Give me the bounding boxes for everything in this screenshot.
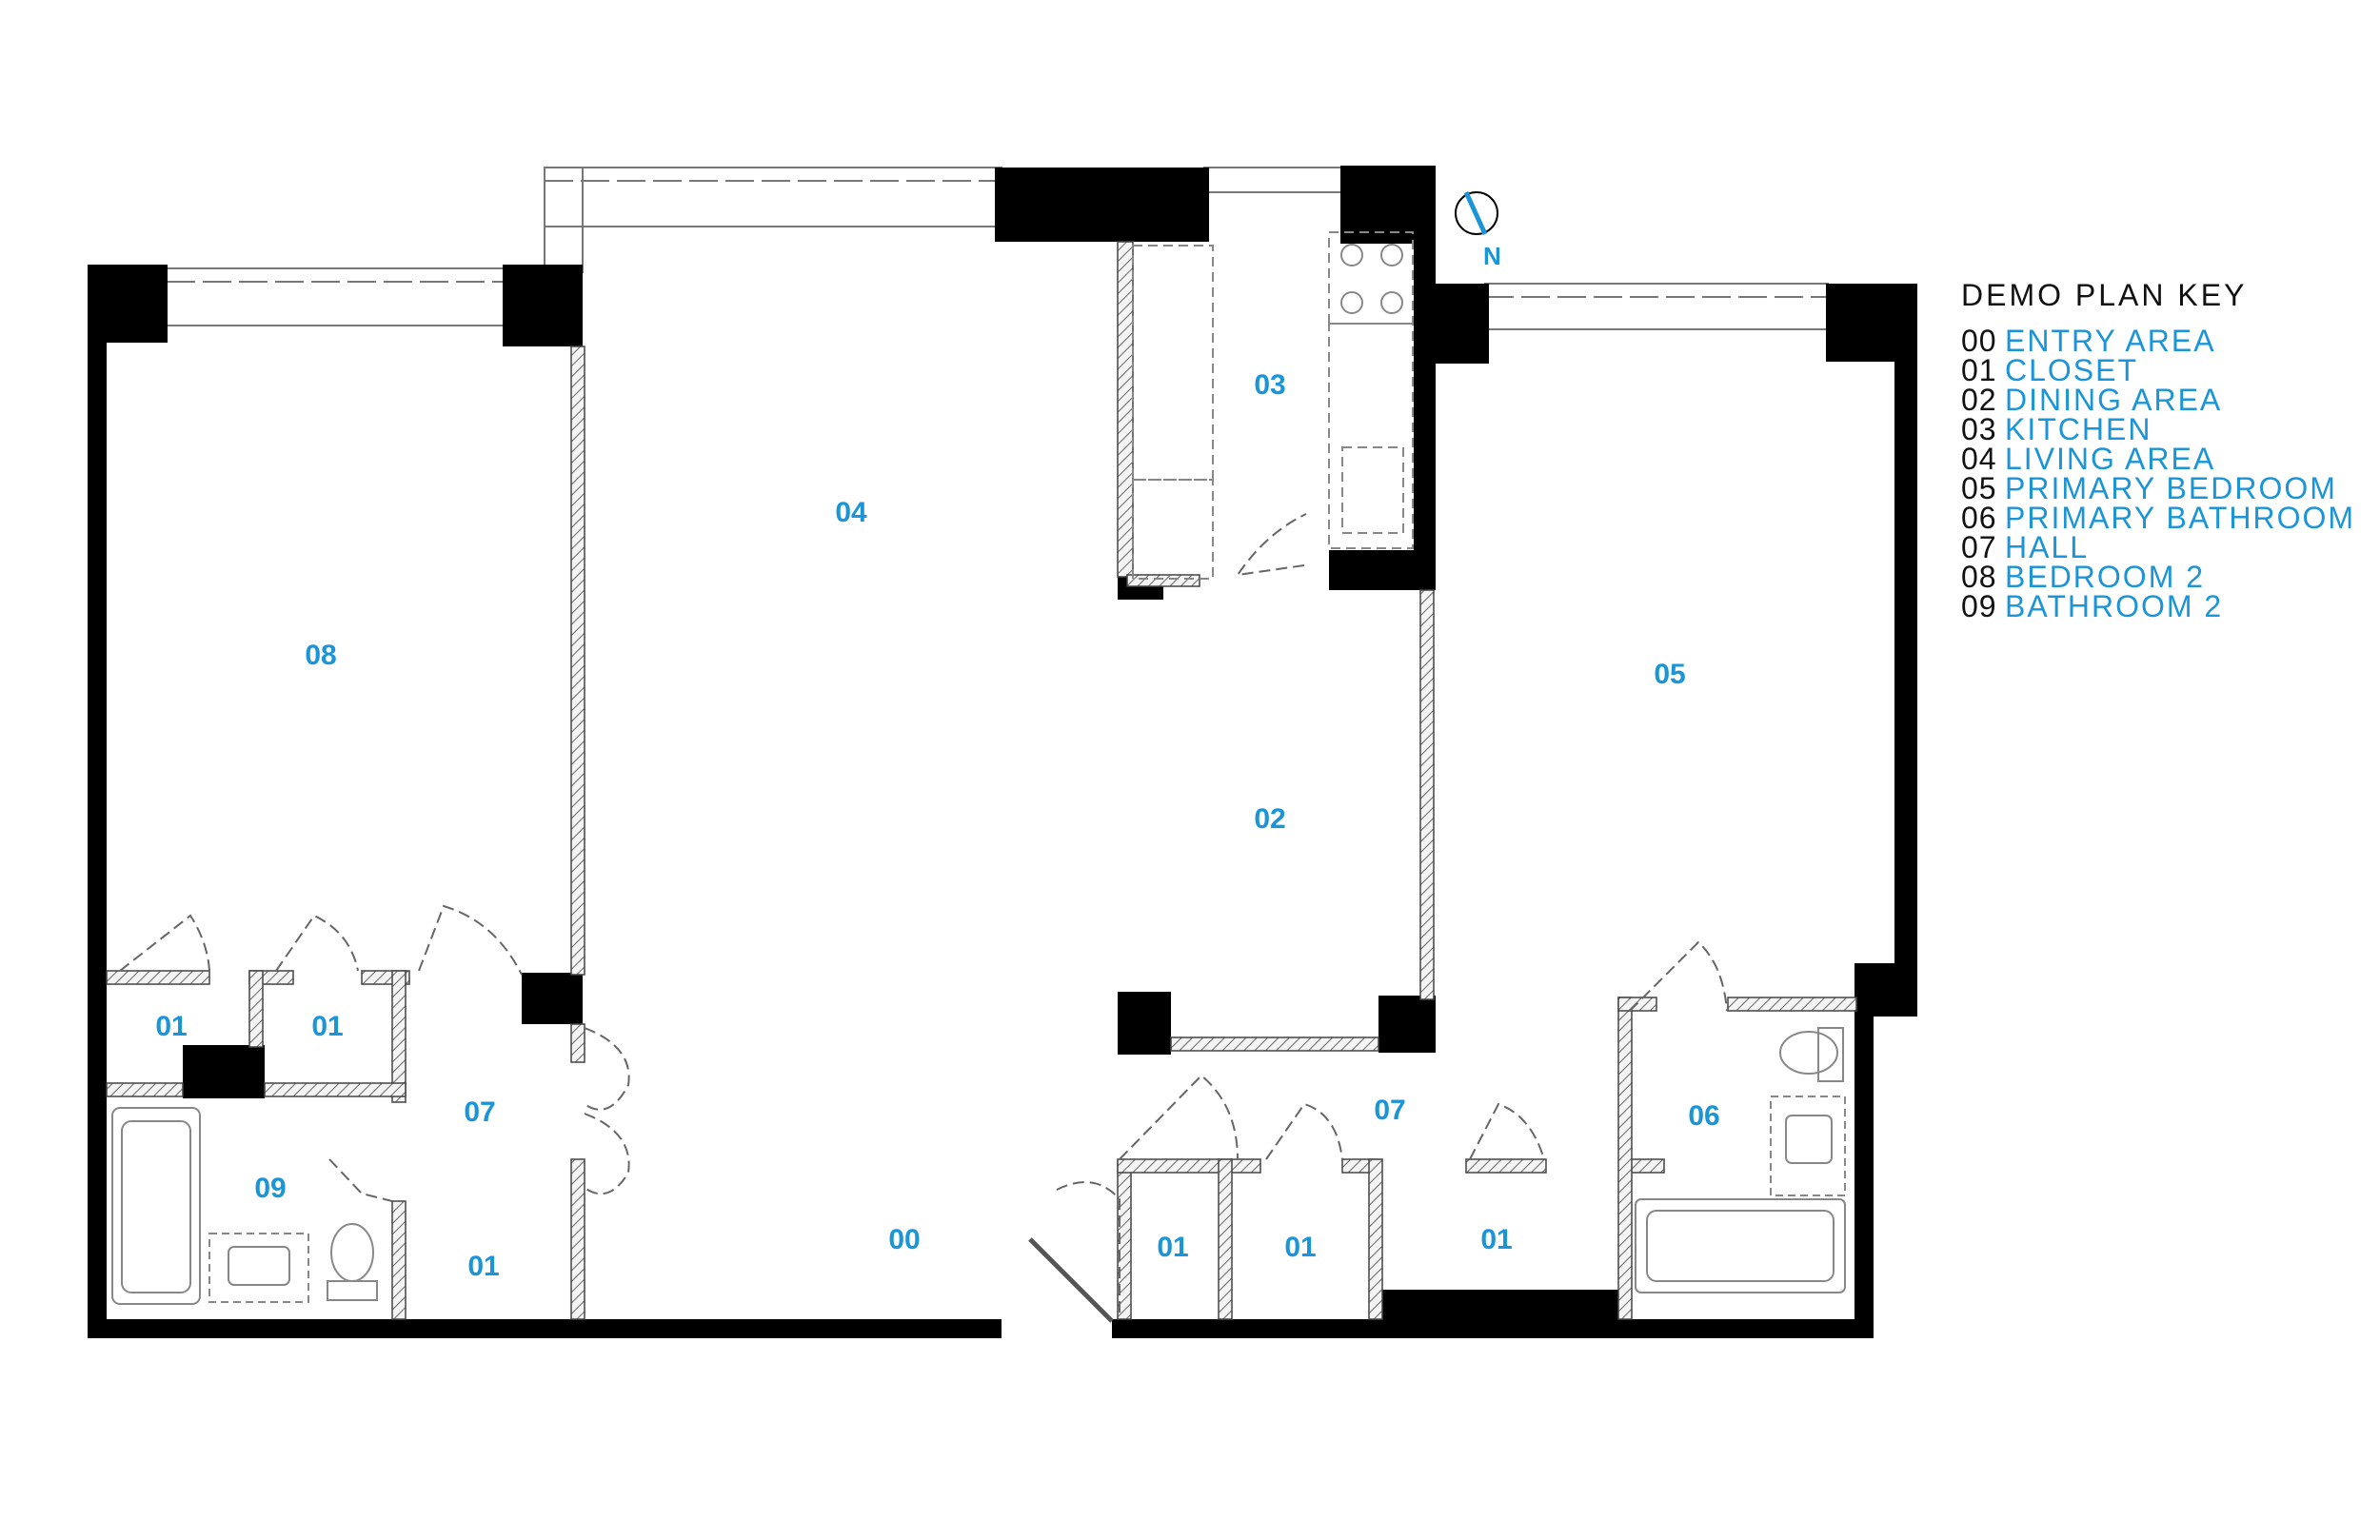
plan-key-code: 03 <box>1961 412 1997 446</box>
room-label-hall: 07 <box>464 1096 495 1128</box>
plan-key-code: 08 <box>1961 560 1997 594</box>
plan-key-name: LIVING AREA <box>2005 442 2216 476</box>
door-swings <box>119 513 1728 1313</box>
room-label-entry: 00 <box>888 1224 920 1255</box>
plan-key-name: BEDROOM 2 <box>2005 560 2206 594</box>
room-label-kitchen: 03 <box>1254 369 1285 401</box>
room-label-primary-bedroom: 05 <box>1654 659 1685 690</box>
plan-key-name: CLOSET <box>2005 353 2139 387</box>
room-label-hall: 07 <box>1374 1095 1405 1126</box>
plan-key-name: HALL <box>2005 530 2090 564</box>
room-label-closet: 01 <box>155 1011 187 1042</box>
plan-key-name: PRIMARY BATHROOM <box>2005 501 2356 535</box>
room-label-living: 04 <box>835 497 867 528</box>
plan-key-code: 06 <box>1961 501 1997 535</box>
plan-key-code: 05 <box>1961 471 1997 505</box>
room-label-bathroom2: 09 <box>254 1173 286 1204</box>
plan-key-name: ENTRY AREA <box>2005 324 2216 358</box>
plan-key-name: BATHROOM 2 <box>2005 589 2224 623</box>
plan-key-code: 02 <box>1961 383 1997 417</box>
room-label-closet: 01 <box>467 1251 499 1282</box>
room-label-bedroom2: 08 <box>305 640 336 671</box>
bathroom-fixtures <box>111 1027 1846 1305</box>
plan-key-name: KITCHEN <box>2005 412 2152 446</box>
plan-key-name: PRIMARY BEDROOM <box>2005 471 2337 505</box>
room-label-closet: 01 <box>1157 1232 1188 1263</box>
plan-key-code: 09 <box>1961 589 1997 623</box>
plan-key-code: 07 <box>1961 530 1997 564</box>
plan-key-code: 00 <box>1961 324 1997 358</box>
plan-key-name: DINING AREA <box>2005 383 2223 417</box>
entry-door-leaf <box>1028 1237 1114 1323</box>
plan-key-code: 01 <box>1961 353 1997 387</box>
room-labels: 00 01 01 01 01 01 01 02 03 04 05 06 07 0… <box>155 369 1719 1282</box>
north-label: N <box>1483 242 1501 270</box>
exterior-walls <box>88 166 1917 1338</box>
room-label-dining: 02 <box>1254 803 1285 835</box>
room-label-closet: 01 <box>1480 1224 1512 1255</box>
north-arrow-icon: N <box>1455 190 1501 270</box>
plan-key-code: 04 <box>1961 442 1997 476</box>
room-label-closet: 01 <box>311 1011 343 1042</box>
room-label-primary-bathroom: 06 <box>1688 1100 1719 1132</box>
plan-key-title: DEMO PLAN KEY <box>1961 278 2248 312</box>
kitchen-fixtures <box>1132 231 1414 580</box>
demo-walls <box>106 241 1857 1320</box>
stove-burners <box>1340 244 1403 314</box>
room-label-closet: 01 <box>1284 1232 1316 1263</box>
